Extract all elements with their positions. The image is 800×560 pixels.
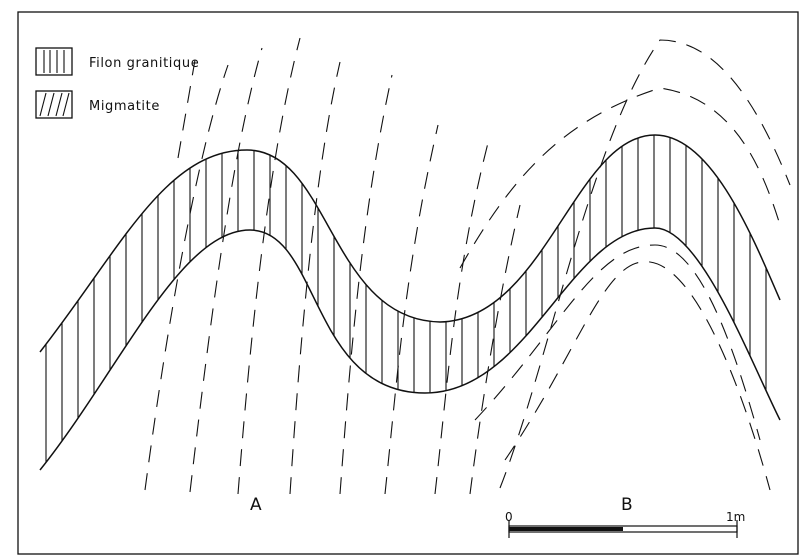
granite-vein bbox=[39, 134, 781, 471]
legend-item-granite-vein: Filon granitique bbox=[35, 47, 199, 76]
legend-swatch-diagonal-hatch bbox=[35, 90, 73, 119]
migmatite-foliation bbox=[144, 37, 791, 495]
legend-item-migmatite: Migmatite bbox=[35, 90, 160, 119]
legend-label-migmatite: Migmatite bbox=[89, 99, 160, 114]
scale-bar: 0 1m bbox=[505, 510, 745, 538]
scale-start-label: 0 bbox=[505, 510, 513, 524]
vein-upper-contact bbox=[39, 134, 781, 353]
label-b: B bbox=[621, 495, 633, 515]
vein-lower-contact bbox=[39, 227, 781, 471]
legend-label-granite-vein: Filon granitique bbox=[89, 56, 199, 71]
label-a: A bbox=[250, 495, 262, 515]
legend: Filon granitique Migmatite bbox=[35, 47, 199, 119]
figure-border bbox=[17, 11, 799, 555]
scale-end-label: 1m bbox=[726, 510, 745, 524]
legend-swatch-vertical-hatch bbox=[35, 47, 73, 76]
